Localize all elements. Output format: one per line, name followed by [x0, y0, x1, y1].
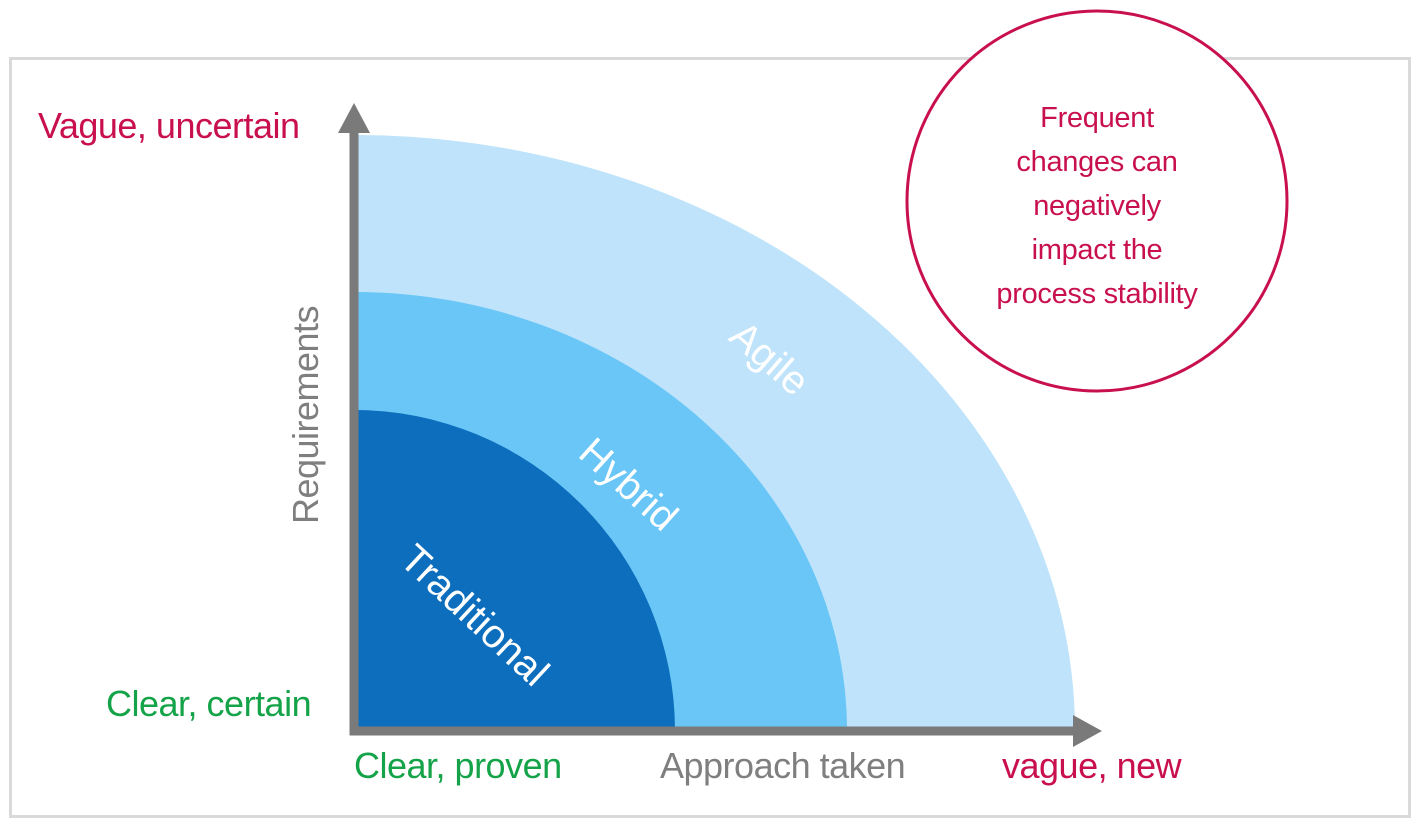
annotation-line: process stability — [996, 278, 1198, 310]
annotation-line: impact the — [1031, 234, 1163, 266]
y-axis-bottom-label: Clear, certain — [106, 683, 312, 724]
annotation-line: Frequent — [1040, 102, 1154, 134]
x-axis-left-label: Clear, proven — [354, 745, 562, 786]
y-axis-line — [349, 128, 359, 735]
y-axis-top-label: Vague, uncertain — [38, 105, 300, 146]
annotation-line: changes can — [1016, 146, 1178, 178]
x-axis-arrowhead — [1073, 715, 1102, 747]
x-axis-right-label: vague, new — [1002, 745, 1182, 786]
x-axis-line — [349, 726, 1076, 736]
annotation-line: negatively — [1033, 190, 1161, 222]
annotation-text: Frequent changes can negatively impact t… — [947, 96, 1247, 316]
annotation-circle — [905, 9, 1289, 393]
y-axis-arrowhead — [338, 103, 370, 133]
y-axis-title: Requirements — [285, 305, 327, 525]
traditional-ring — [354, 410, 675, 731]
x-axis-title: Approach taken — [660, 745, 906, 786]
